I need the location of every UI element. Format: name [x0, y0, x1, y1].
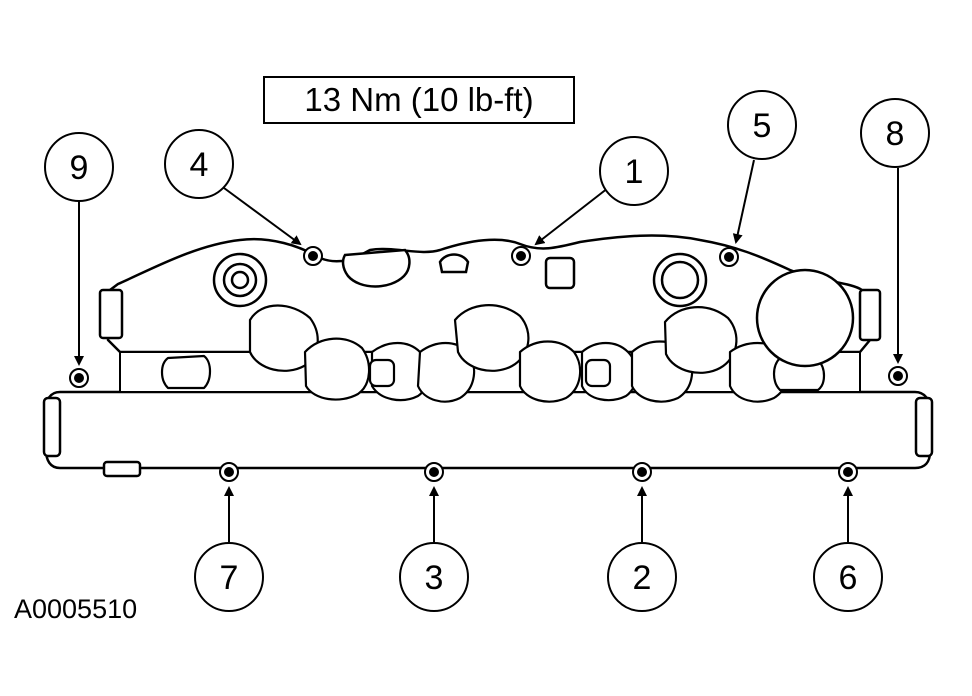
top-recess-center — [544, 256, 576, 290]
callout-label-8: 8 — [886, 115, 905, 153]
figure-id: A0005510 — [14, 594, 138, 624]
right-end-cap — [858, 288, 882, 342]
bolt-8 — [888, 366, 908, 386]
callout-label-4: 4 — [190, 146, 209, 184]
left-end-cap — [98, 288, 124, 340]
callout-circles — [44, 90, 930, 612]
callout-label-3: 3 — [425, 559, 444, 597]
top-boss — [438, 253, 470, 274]
bolt-5 — [719, 247, 739, 267]
rail-left-plug — [42, 396, 62, 458]
fuel-rail — [44, 390, 932, 470]
callout-circle-7 — [194, 542, 264, 612]
rail-right-plug — [914, 396, 934, 458]
rail-tab-left — [102, 460, 142, 478]
callout-circle-3 — [399, 542, 469, 612]
callout-label-1: 1 — [625, 153, 644, 191]
bolt-7 — [219, 462, 239, 482]
bolts — [69, 246, 908, 482]
left-port-core — [230, 270, 250, 290]
callout-circle-5 — [727, 90, 797, 160]
bolt-2 — [632, 462, 652, 482]
callout-labels: 9 4 1 5 8 7 3 2 6 — [70, 107, 905, 597]
bolt-3 — [424, 462, 444, 482]
callout-circle-4 — [164, 129, 234, 199]
bolt-9 — [69, 368, 89, 388]
bolt-4 — [303, 246, 323, 266]
torque-spec-text: 13 Nm (10 lb-ft) — [304, 81, 534, 118]
arrow-4 — [223, 187, 302, 246]
callout-label-5: 5 — [753, 107, 772, 145]
callout-label-7: 7 — [220, 559, 239, 597]
leader-arrows — [74, 159, 903, 542]
arrow-1 — [534, 187, 609, 246]
torque-spec-box: 13 Nm (10 lb-ft) — [263, 76, 575, 124]
bolt-6 — [838, 462, 858, 482]
callout-circle-2 — [607, 542, 677, 612]
callout-circle-1 — [599, 136, 669, 206]
runner-lobes — [160, 304, 826, 403]
callout-circle-9 — [44, 132, 114, 202]
top-features — [212, 248, 855, 368]
top-recess-left — [341, 248, 411, 288]
bolt-1 — [511, 246, 531, 266]
throttle-body — [755, 268, 855, 368]
callout-circle-6 — [813, 542, 883, 612]
callout-circle-8 — [860, 98, 930, 168]
arrow-5 — [732, 159, 755, 244]
callout-label-6: 6 — [839, 559, 858, 597]
callout-label-9: 9 — [70, 149, 89, 187]
callout-label-2: 2 — [633, 559, 652, 597]
right-port-inner — [660, 260, 700, 300]
